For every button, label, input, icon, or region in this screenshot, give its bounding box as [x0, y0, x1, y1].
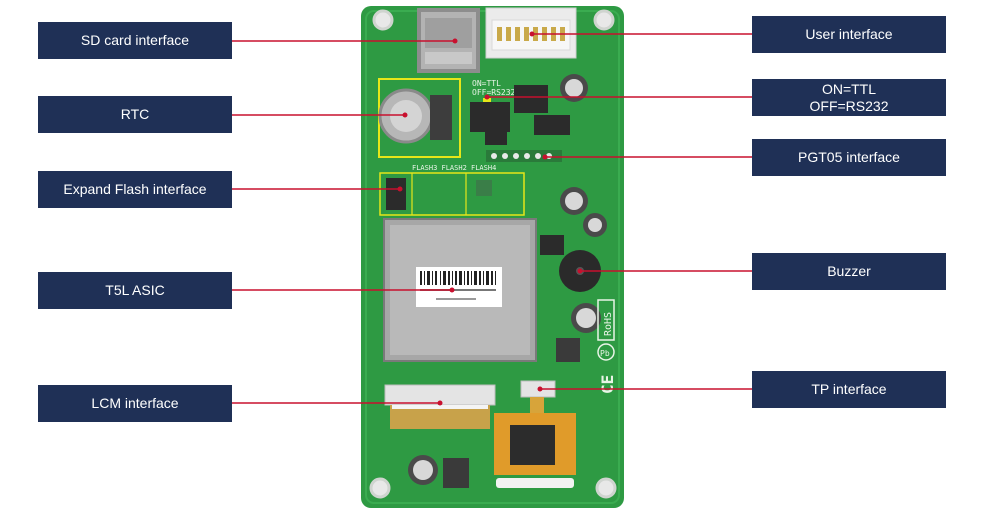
label-on-off-ttl-rs232: ON=TTL OFF=RS232 — [752, 79, 946, 116]
label-expand-flash-interface: Expand Flash interface — [38, 171, 232, 208]
svg-text:CE: CE — [598, 375, 617, 394]
leader-lines — [232, 31, 752, 406]
tp-connector — [494, 380, 576, 488]
label-lcm-interface: LCM interface — [38, 385, 232, 422]
label-pgt05-interface: PGT05 interface — [752, 139, 946, 176]
svg-text:RoHS: RoHS — [603, 312, 614, 336]
svg-text:FLASH3 FLASH2 FLASH4: FLASH3 FLASH2 FLASH4 — [412, 164, 496, 172]
mounting-holes — [369, 9, 617, 499]
label-tp-interface: TP interface — [752, 371, 946, 408]
pgt05-pads — [486, 150, 562, 162]
on-off-jumper: ON=TTL OFF=RS232 — [470, 79, 548, 132]
label-buzzer: Buzzer — [752, 253, 946, 290]
lcm-connector — [384, 384, 496, 429]
svg-text:Pb: Pb — [600, 349, 610, 358]
label-rtc: RTC — [38, 96, 232, 133]
svg-text:OFF=RS232: OFF=RS232 — [472, 88, 516, 97]
label-user-interface: User interface — [752, 16, 946, 53]
expand-flash-area: FLASH3 FLASH2 FLASH4 — [379, 164, 525, 216]
svg-text:ON=TTL: ON=TTL — [472, 79, 501, 88]
capacitors — [408, 74, 607, 485]
label-sd-card-interface: SD card interface — [38, 22, 232, 59]
small-chips — [443, 115, 580, 488]
label-t5l-asic: T5L ASIC — [38, 272, 232, 309]
